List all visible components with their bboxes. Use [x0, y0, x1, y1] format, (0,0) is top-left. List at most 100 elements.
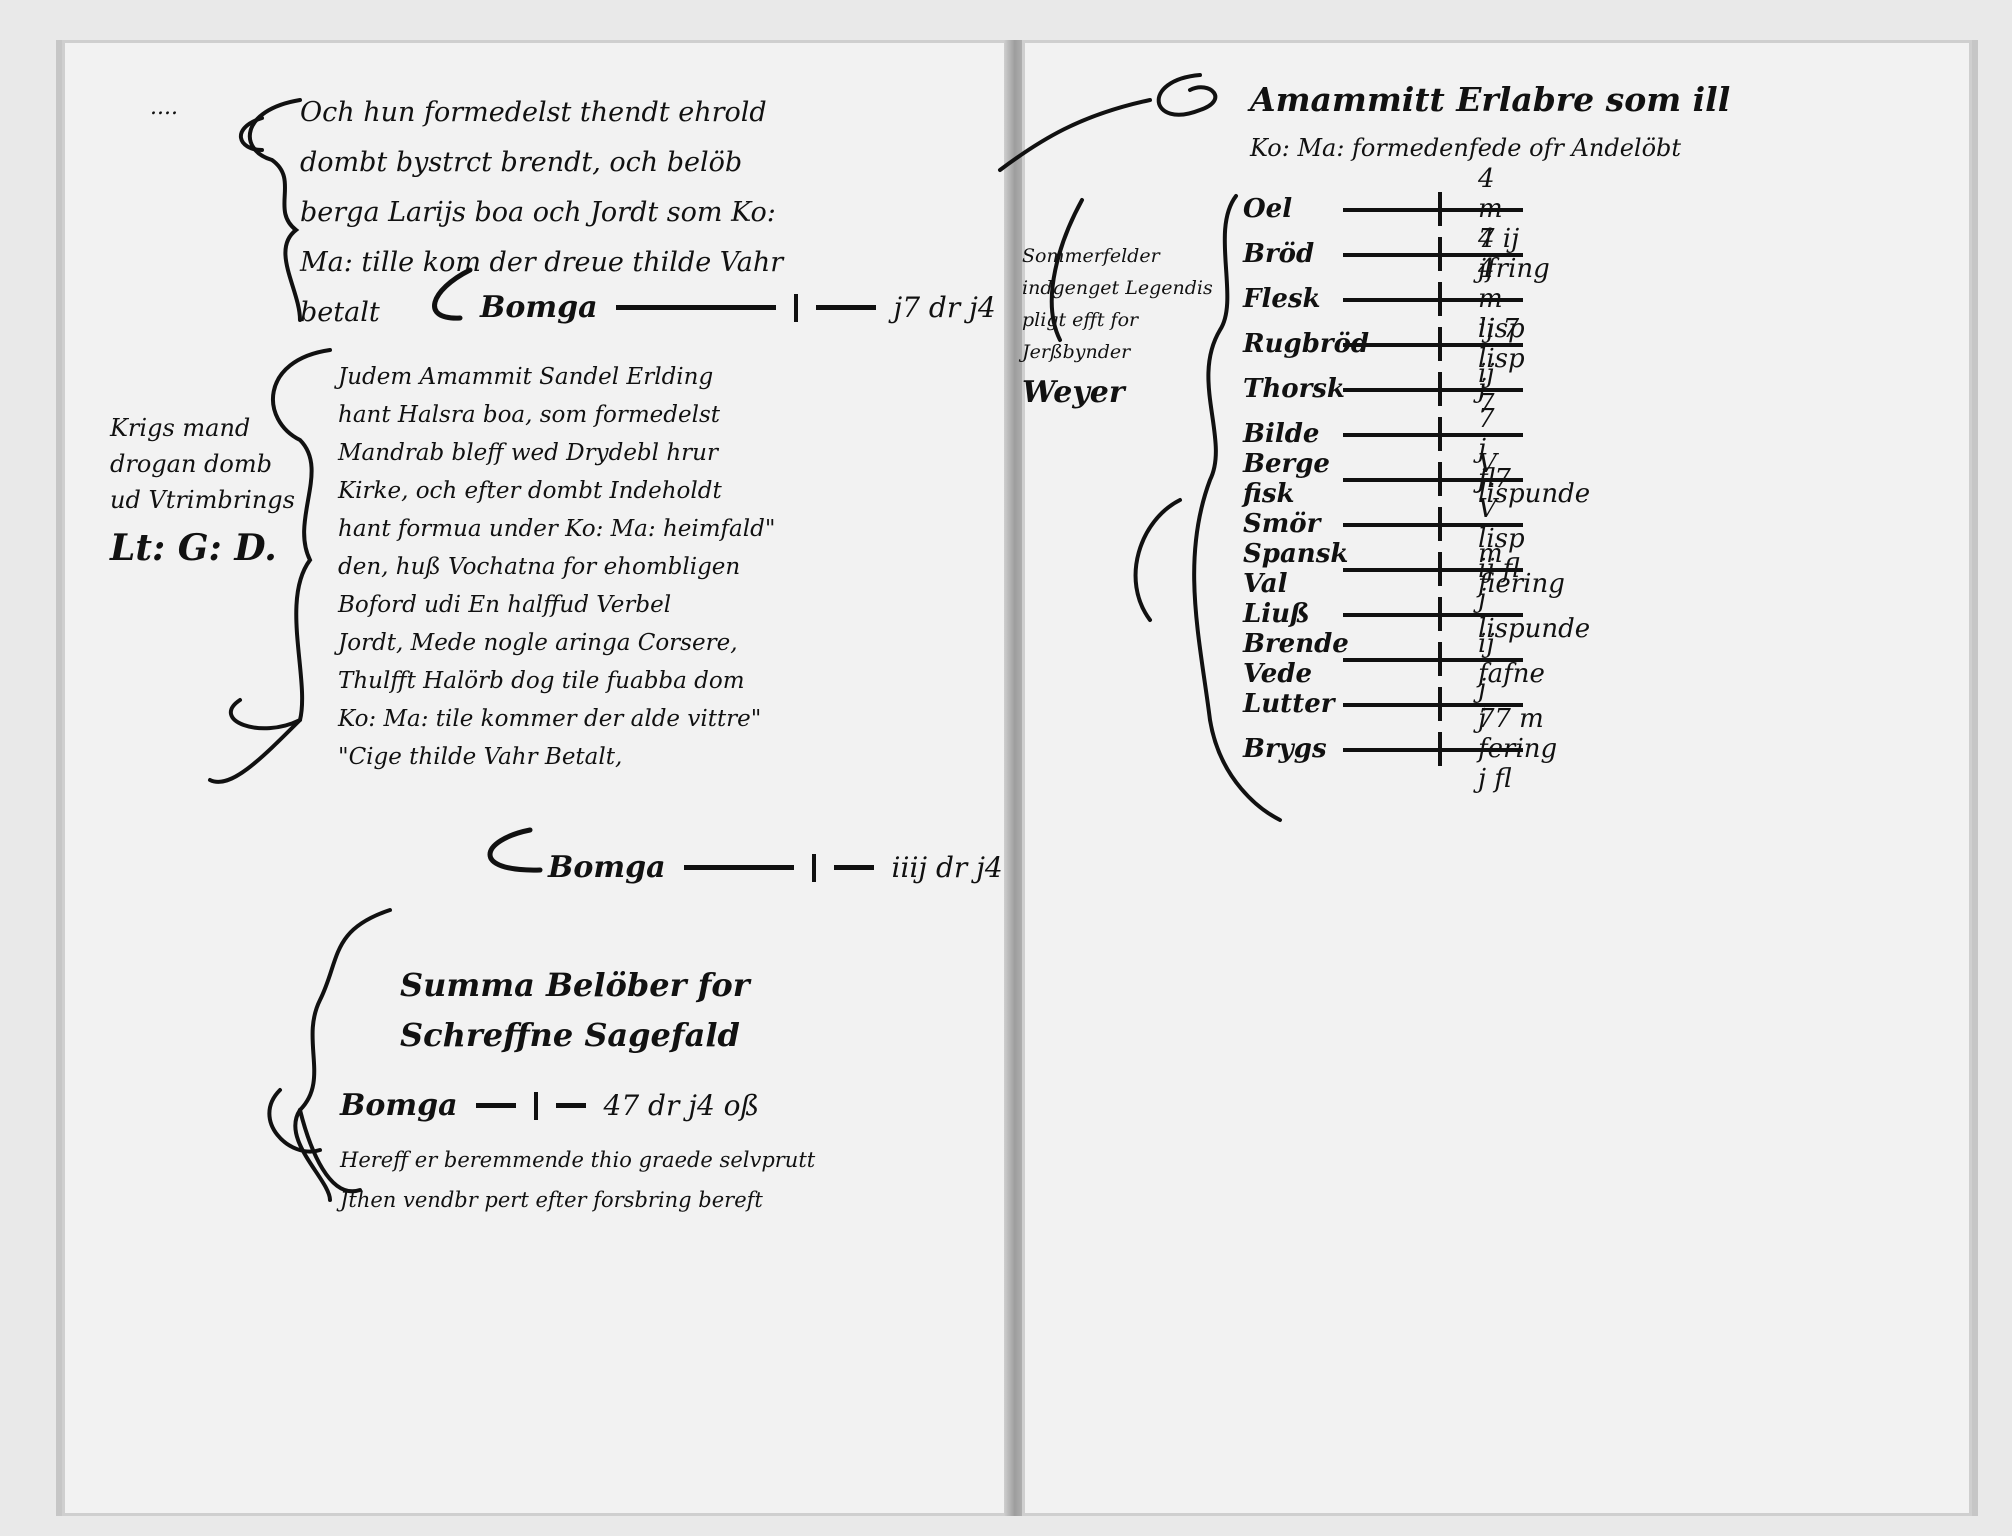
margin-initials: Lt: G: D.: [110, 527, 277, 569]
entry2-line: Jordt, Mede nogle aringa Corsere,: [338, 630, 738, 656]
right-heading: Amammitt Erlabre som ill: [1250, 80, 1731, 119]
right-subheading: Ko: Ma: formedenfede ofr Andelöbt: [1250, 134, 1682, 162]
entry1-text: Och hun formedelst thendt ehrold dombt b…: [300, 88, 783, 338]
right-margin-note: Sommerfelder indgenget Legendis pligt ef…: [1022, 240, 1213, 418]
ledger-qty: 4 m lisp: [1478, 253, 1525, 344]
ledger-row: Bröd 4 ij jfring: [1243, 224, 1550, 284]
ledger-row: Brygs j 7 m fering j fl: [1243, 704, 1557, 794]
entry2-text: Judem Amammit Sandel Erlding hant Halsra…: [338, 358, 775, 776]
ledger-item: Brende Vede: [1243, 628, 1349, 689]
entry2-line: Boford udi En halffud Verbel: [338, 592, 672, 618]
ledger-row: Spansk Val m fiering: [1243, 539, 1565, 599]
margin-line: Sommerfelder: [1022, 245, 1160, 267]
entry2-line: Ko: Ma: tile kommer der alde vittre": [338, 706, 762, 732]
ledger-qty: j 7: [1478, 673, 1495, 734]
ledger-row: Rugbröd ij 7 lisp: [1243, 314, 1525, 374]
ledger-rule: [1343, 478, 1523, 482]
ledger-row: Brende Vede ij fafne: [1243, 629, 1545, 689]
ledger-bar: [1438, 192, 1442, 226]
entry1-sum: Bomga j7 dr j4: [480, 290, 996, 325]
entry2-line: hant formua under Ko: Ma: heimfald": [338, 516, 776, 542]
ledger-rule: [1343, 568, 1523, 572]
right-page: [1022, 40, 1978, 1516]
ledger-item: Bilde: [1243, 418, 1320, 449]
ledger-bar: [1438, 282, 1442, 316]
sum-rule: [683, 865, 794, 870]
ledger-row: Flesk 4 m lisp: [1243, 254, 1525, 344]
ledger-rule: [1343, 208, 1523, 212]
entry1-line: betalt: [300, 297, 380, 328]
ledger-item: Oel: [1243, 193, 1293, 224]
ledger-bar: [1438, 597, 1442, 631]
ledger-qty: ij fafne: [1478, 628, 1545, 689]
margin-line: ud Vtrimbrings: [110, 486, 295, 514]
ledger-row: Oel 4 m 7: [1243, 164, 1523, 254]
entry1-line: berga Larijs boa och Jordt som Ko:: [300, 197, 776, 228]
summa-heading-line: Schreffne Sagefald: [400, 1016, 740, 1054]
sum-label: Bomga: [480, 290, 598, 325]
entry2-line: Mandrab bleff wed Drydebl hrur: [338, 440, 718, 466]
entry2-line: Thulfft Halörb dog tile fuabba dom: [338, 668, 745, 694]
ledger-item: Lutter: [1243, 688, 1335, 719]
ledger-row: Lutter j 7: [1243, 674, 1523, 734]
ledger-item: Brygs: [1243, 733, 1327, 764]
margin-line: indgenget Legendis: [1022, 277, 1213, 299]
ledger-rule: [1343, 703, 1523, 707]
ledger-rule: [1343, 298, 1523, 302]
entry2-line: "Cige thilde Vahr Betalt,: [338, 744, 623, 770]
ledger-item: Berge fisk: [1243, 448, 1330, 509]
ledger-rule: [1343, 613, 1523, 617]
ledger-bar: [1438, 327, 1442, 361]
summa-sum: Bomga 47 dr j4 oß: [340, 1088, 759, 1123]
sum-tick: [533, 1091, 538, 1120]
sum-tick: [811, 853, 816, 882]
ledger-qty: ij 7 lisp: [1478, 313, 1525, 374]
ledger-qty: j 7 m fering j fl: [1478, 703, 1558, 794]
entry2-sum: Bomga iiij dr j4: [548, 850, 1003, 885]
entry2-line: den, huß Vochatna for ehombligen: [338, 554, 741, 580]
entry2-line: Kirke, och efter dombt Indeholdt: [338, 478, 722, 504]
ledger-bar: [1438, 732, 1442, 766]
sum-rule: [475, 1103, 516, 1108]
sum-tick: [793, 293, 798, 322]
margin-signature: Weyer: [1022, 375, 1125, 410]
left-margin-note: Krigs mand drogan domb ud Vtrimbrings Lt…: [110, 410, 295, 578]
sum-value: j7 dr j4: [893, 291, 996, 324]
ledger-bar: [1438, 462, 1442, 496]
ledger-qty: V lispunde: [1478, 448, 1591, 509]
sum-value: 47 dr j4 oß: [603, 1089, 760, 1122]
sum-label: Bomga: [340, 1088, 458, 1123]
provisions-ledger: Oel 4 m 7 Bröd 4 ij jfring Flesk 4 m lis…: [1243, 164, 1590, 794]
ledger-item: Thorsk: [1243, 373, 1345, 404]
ledger-rule: [1343, 253, 1523, 257]
ledger-rule: [1343, 343, 1523, 347]
ledger-rule: [1343, 658, 1523, 662]
summa-heading: Summa Belöber for Schreffne Sagefald: [400, 960, 750, 1060]
entry1-line: Och hun formedelst thendt ehrold: [300, 97, 767, 128]
ledger-row: Berge fisk V lispunde: [1243, 449, 1590, 509]
ledger-bar: [1438, 552, 1442, 586]
entry2-line: Judem Amammit Sandel Erlding: [338, 364, 714, 390]
sum-rule: [555, 1103, 586, 1108]
sum-label: Bomga: [548, 850, 666, 885]
summa-heading-line: Summa Belöber for: [400, 966, 750, 1004]
ledger-rule: [1343, 523, 1523, 527]
margin-line: Krigs mand: [110, 414, 251, 442]
sum-rule: [833, 865, 874, 870]
margin-line: pligt efft for: [1022, 309, 1139, 331]
entry1-line: Ma: tille kom der dreue thilde Vahr: [300, 247, 784, 278]
ledger-item: Flesk: [1243, 283, 1321, 314]
summa-note-line: Hereff er beremmende thio graede selvpru…: [340, 1148, 816, 1172]
ledger-row: Thorsk ij 7: [1243, 359, 1523, 419]
ledger-rule: [1343, 748, 1523, 752]
ledger-item: Smör: [1243, 508, 1321, 539]
ledger-rule: [1343, 433, 1523, 437]
margin-line: drogan domb: [110, 450, 272, 478]
ledger-row: Liuß j lispunde: [1243, 584, 1590, 644]
ledger-bar: [1438, 687, 1442, 721]
ledger-qty: j lispunde: [1478, 583, 1591, 644]
ledger-qty: 4 m 7: [1478, 163, 1503, 254]
corner-mark: ....: [150, 95, 178, 120]
entry2-line: hant Halsra boa, som formedelst: [338, 402, 721, 428]
